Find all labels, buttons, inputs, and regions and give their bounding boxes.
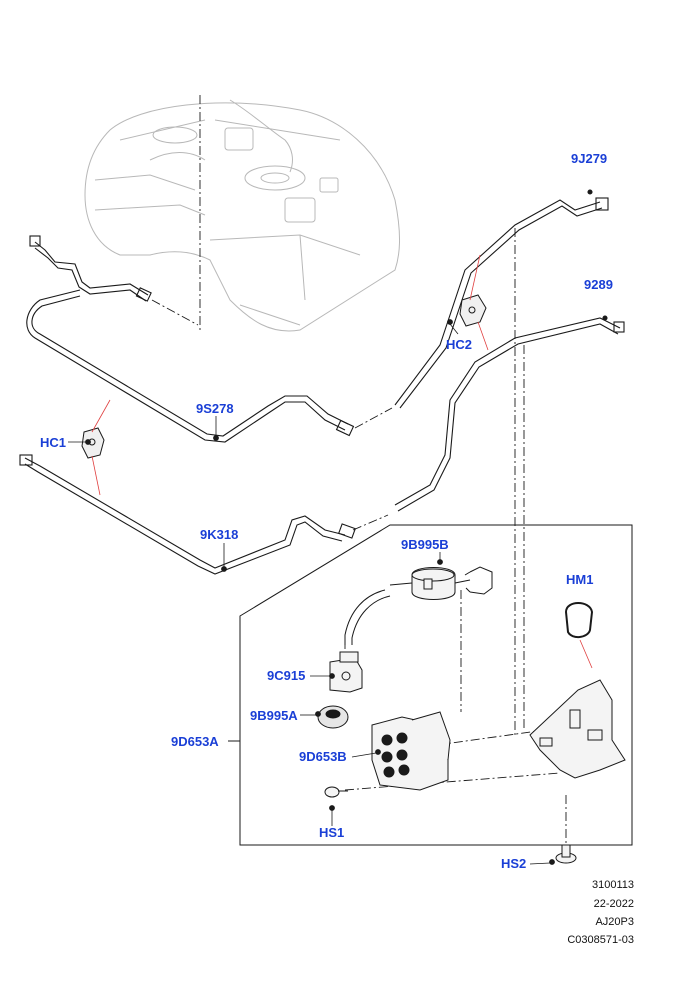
callout-HM1[interactable]: HM1 (566, 572, 594, 587)
callout-9C915[interactable]: 9C915 (267, 668, 306, 683)
fuel-line-9K318 (19, 454, 356, 575)
callout-9B995A[interactable]: 9B995A (250, 708, 298, 723)
hose-upper (344, 566, 493, 645)
valve-9C915 (329, 651, 363, 693)
callout-HC2[interactable]: HC2 (446, 337, 473, 352)
callout-9S278[interactable]: 9S278 (196, 401, 234, 416)
filter-9B995B (389, 567, 471, 600)
seal-9B995A (317, 705, 349, 729)
callout-9B995B[interactable]: 9B995B (401, 537, 449, 552)
fuel-line-9289 (394, 315, 625, 512)
canister-frame (228, 524, 633, 846)
callout-HS2[interactable]: HS2 (501, 856, 527, 871)
diagram-ref-1: 3100113 (591, 879, 634, 891)
fuel-line-9S278 (26, 235, 355, 443)
diagram-ref-2: 22-2022 (593, 898, 634, 910)
callout-HC1[interactable]: HC1 (40, 435, 67, 450)
clip-HC2 (459, 294, 487, 327)
diagram-ref-3: AJ20P3 (595, 916, 634, 928)
callout-9D653A[interactable]: 9D653A (171, 734, 219, 749)
bracket-9D653A (529, 679, 626, 779)
seal-HM1 (564, 602, 594, 638)
leader-lines (91, 254, 593, 669)
screw-HS2 (555, 844, 577, 864)
callout-dots (68, 319, 555, 865)
fuel-tank-ghost (84, 99, 401, 332)
guide-lines (151, 95, 567, 845)
canister-9D653B (371, 711, 451, 791)
callout-9K318[interactable]: 9K318 (200, 527, 239, 542)
callout-HS1[interactable]: HS1 (319, 825, 345, 840)
callout-9J279[interactable]: 9J279 (571, 151, 608, 166)
callout-9289[interactable]: 9289 (584, 277, 613, 292)
clip-HC1 (81, 427, 105, 459)
fuel-line-9J279 (394, 189, 609, 409)
screw-HS1 (324, 786, 348, 798)
diagram-ref-4: C0308571-03 (567, 934, 634, 946)
callout-9D653B[interactable]: 9D653B (299, 749, 347, 764)
